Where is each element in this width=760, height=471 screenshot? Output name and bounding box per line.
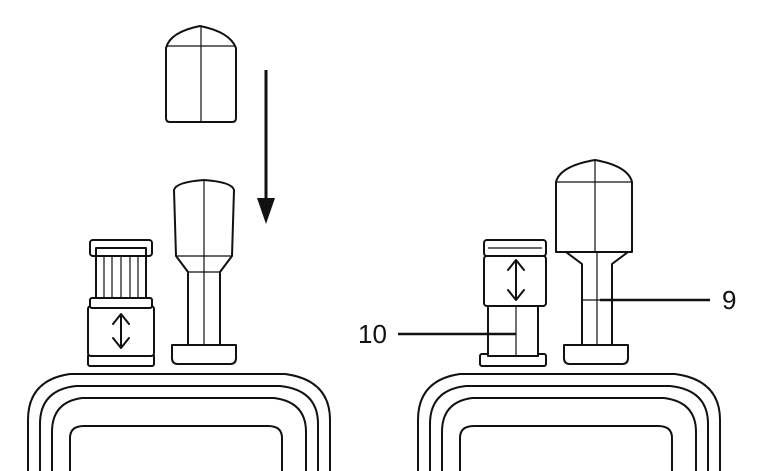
meter-housing-right bbox=[417, 373, 721, 471]
callout-9: 9 bbox=[600, 285, 736, 315]
meter-housing-left bbox=[27, 373, 331, 471]
slide-arrow-left bbox=[112, 313, 130, 349]
down-arrow bbox=[257, 70, 275, 224]
protective-cap bbox=[165, 25, 237, 123]
left-illustration bbox=[27, 25, 331, 471]
right-illustration: 9 10 bbox=[358, 159, 736, 471]
probe-left bbox=[171, 179, 237, 365]
sensor-retracted bbox=[479, 239, 547, 367]
sensor-head-left bbox=[87, 239, 155, 367]
probe-with-cap bbox=[555, 159, 633, 365]
callout-label-10: 10 bbox=[358, 319, 387, 349]
callout-10: 10 bbox=[358, 319, 516, 349]
callout-label-9: 9 bbox=[722, 285, 736, 315]
slide-arrow-right bbox=[507, 259, 525, 301]
